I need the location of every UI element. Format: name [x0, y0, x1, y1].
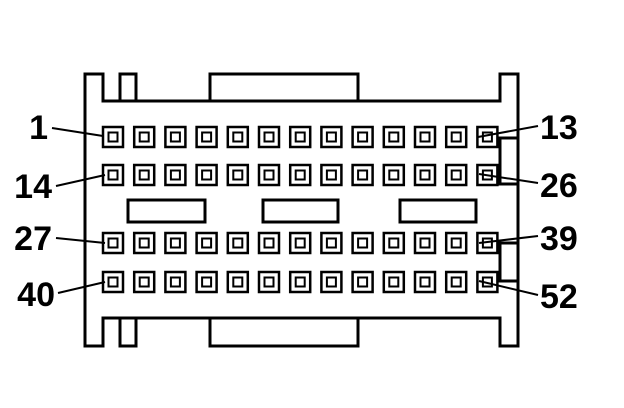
pin-label-13: 13: [540, 109, 578, 147]
pin-cavity-16: [164, 163, 187, 187]
pin-label-39: 39: [540, 220, 578, 258]
pin-cavity-28: [132, 231, 156, 255]
leader-line-pin-39: [478, 235, 539, 244]
pin-label-27: 27: [14, 220, 52, 258]
pin-cavity-11: [413, 125, 437, 149]
pin-cavity-8: [320, 125, 343, 149]
pin-cavity-32: [257, 231, 281, 255]
pin-cavity-12: [444, 125, 468, 149]
pin-cavity-6: [257, 125, 281, 149]
pin-cavity-36: [382, 231, 406, 255]
pin-cavity-22: [351, 163, 374, 187]
pin-cavity-19: [257, 163, 281, 187]
leader-line-pin-26: [478, 173, 539, 184]
top-left-latch: [118, 72, 138, 103]
pin-cavity-37: [413, 231, 437, 255]
pin-label-1: 1: [29, 109, 48, 147]
pin-cavity-17: [195, 163, 218, 187]
pin-cavity-42: [164, 270, 187, 294]
leader-line-pin-27: [55, 237, 106, 244]
pin-cavity-48: [351, 270, 374, 294]
pin-cavity-27: [101, 231, 125, 255]
separator-slot-center: [261, 198, 340, 224]
pin-cavity-9: [351, 125, 374, 149]
pin-cavity-14: [101, 163, 125, 187]
pin-cavity-38: [444, 231, 468, 255]
leader-line-pin-14: [55, 174, 106, 187]
pin-cavity-31: [226, 231, 250, 255]
pin-cavity-30: [195, 231, 218, 255]
top-center-key: [208, 72, 360, 103]
pin-cavity-3: [164, 125, 187, 149]
pin-cavity-4: [195, 125, 218, 149]
pin-cavity-10: [382, 125, 406, 149]
leader-line-pin-40: [57, 281, 106, 294]
bottom-left-latch: [118, 316, 138, 348]
leader-line-pin-52: [478, 280, 539, 296]
right-lower-rib: [498, 241, 520, 283]
pin-cavity-29: [164, 231, 187, 255]
pin-cavity-51: [444, 270, 468, 294]
pin-cavity-50: [413, 270, 437, 294]
pin-cavity-25: [444, 163, 468, 187]
pin-cavity-40: [101, 270, 125, 294]
pin-cavity-43: [195, 270, 218, 294]
pin-cavity-20: [288, 163, 312, 187]
pin-cavity-21: [320, 163, 343, 187]
leader-line-pin-1: [51, 127, 104, 137]
leader-line-pin-13: [477, 125, 539, 138]
separator-slot-right: [398, 198, 478, 224]
pin-cavity-1: [101, 125, 125, 149]
pin-cavity-23: [382, 163, 406, 187]
pin-cavity-47: [320, 270, 343, 294]
pin-cavity-44: [226, 270, 250, 294]
pin-label-40: 40: [17, 276, 55, 314]
connector-housing: [83, 72, 520, 348]
pin-cavity-18: [226, 163, 250, 187]
pin-cavity-35: [351, 231, 374, 255]
right-upper-rib: [498, 136, 520, 186]
pin-cavity-46: [288, 270, 312, 294]
pin-cavity-grid: [101, 125, 499, 294]
pin-cavity-49: [382, 270, 406, 294]
pin-label-26: 26: [540, 167, 578, 205]
pin-cavity-2: [132, 125, 156, 149]
pin-cavity-45: [257, 270, 281, 294]
pin-cavity-7: [288, 125, 312, 149]
pin-cavity-33: [288, 231, 312, 255]
pin-cavity-24: [413, 163, 437, 187]
pin-label-14: 14: [14, 168, 52, 206]
pin-cavity-5: [226, 125, 250, 149]
pin-cavity-15: [132, 163, 156, 187]
bottom-center-key: [208, 316, 360, 348]
separator-slot-left: [126, 198, 207, 224]
pin-label-52: 52: [540, 278, 578, 316]
pin-cavity-34: [320, 231, 343, 255]
pin-cavity-41: [132, 270, 156, 294]
